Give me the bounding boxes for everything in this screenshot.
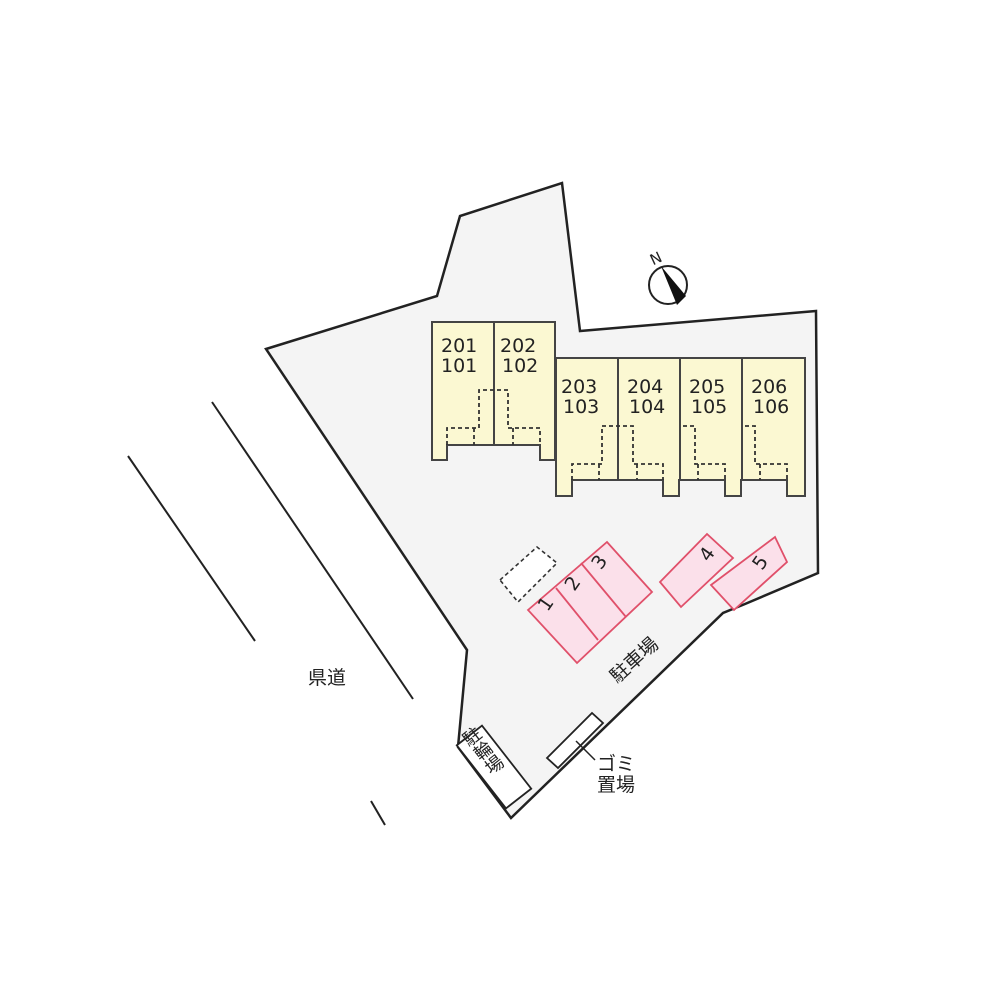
parking-spaces-1-3	[526, 540, 654, 665]
garbage-label-line2: 置場	[597, 774, 635, 796]
unit-upper-number: 202	[500, 335, 536, 357]
unit-upper-number: 204	[627, 376, 663, 398]
garbage-leader-line	[575, 740, 596, 761]
unit-204-104: 204 104	[627, 376, 665, 418]
dashed-parking-outline	[498, 545, 559, 604]
bicycle-parking-area	[455, 724, 533, 810]
unit-203-103: 203 103	[561, 376, 599, 418]
unit-201-101: 201 101	[441, 335, 477, 377]
garbage-area	[545, 711, 605, 770]
unit-202-102: 202 102	[500, 335, 538, 377]
parking-space-5-outline	[709, 535, 789, 612]
building-block-b	[555, 357, 806, 497]
unit-upper-number: 201	[441, 335, 477, 357]
road-edge	[370, 800, 386, 826]
garbage-label-line1: ゴミ	[597, 753, 635, 775]
unit-upper-number: 203	[561, 376, 597, 398]
unit-upper-number: 205	[689, 376, 725, 398]
road-edge	[127, 455, 256, 642]
unit-lower-number: 104	[629, 396, 665, 418]
unit-205-105: 205 105	[689, 376, 727, 418]
road-edge	[211, 401, 414, 700]
unit-lower-number: 102	[502, 355, 538, 377]
unit-206-106: 206 106	[751, 376, 789, 418]
unit-lower-number: 103	[563, 396, 599, 418]
unit-lower-number: 106	[753, 396, 789, 418]
unit-lower-number: 105	[691, 396, 727, 418]
parking-space-4-outline	[658, 532, 735, 609]
unit-lower-number: 101	[441, 355, 477, 377]
site-boundary	[264, 181, 820, 820]
road-label: 県道	[308, 667, 346, 689]
stairs-outline	[446, 389, 788, 480]
unit-upper-number: 206	[751, 376, 787, 398]
north-arrow-icon: N	[647, 248, 688, 305]
